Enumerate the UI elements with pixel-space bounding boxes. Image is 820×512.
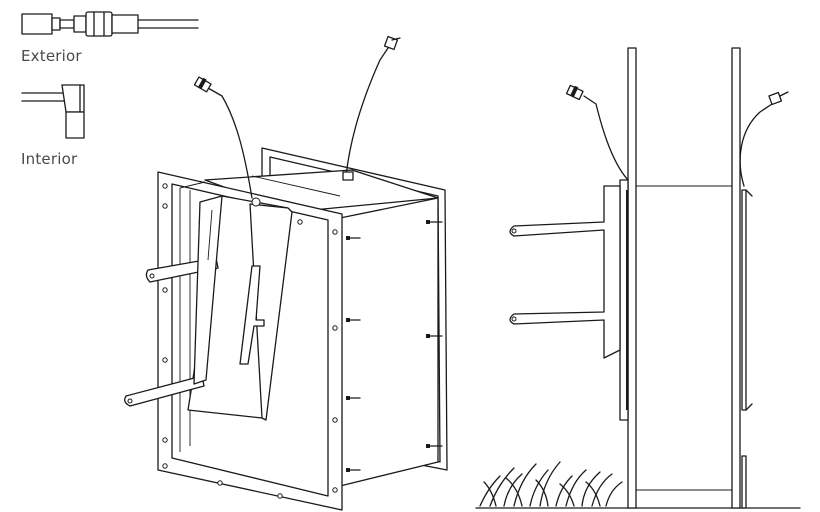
interior-label: Interior — [21, 150, 78, 168]
wall-cross-section — [475, 47, 801, 509]
grass — [479, 461, 623, 507]
exterior-connector-icon — [21, 11, 199, 37]
flange-bolts — [346, 220, 443, 472]
wall-box-assembly — [124, 35, 448, 511]
exterior-label: Exterior — [21, 47, 82, 65]
interior-connector-icon — [21, 84, 85, 139]
frame-screw-holes — [162, 183, 338, 499]
